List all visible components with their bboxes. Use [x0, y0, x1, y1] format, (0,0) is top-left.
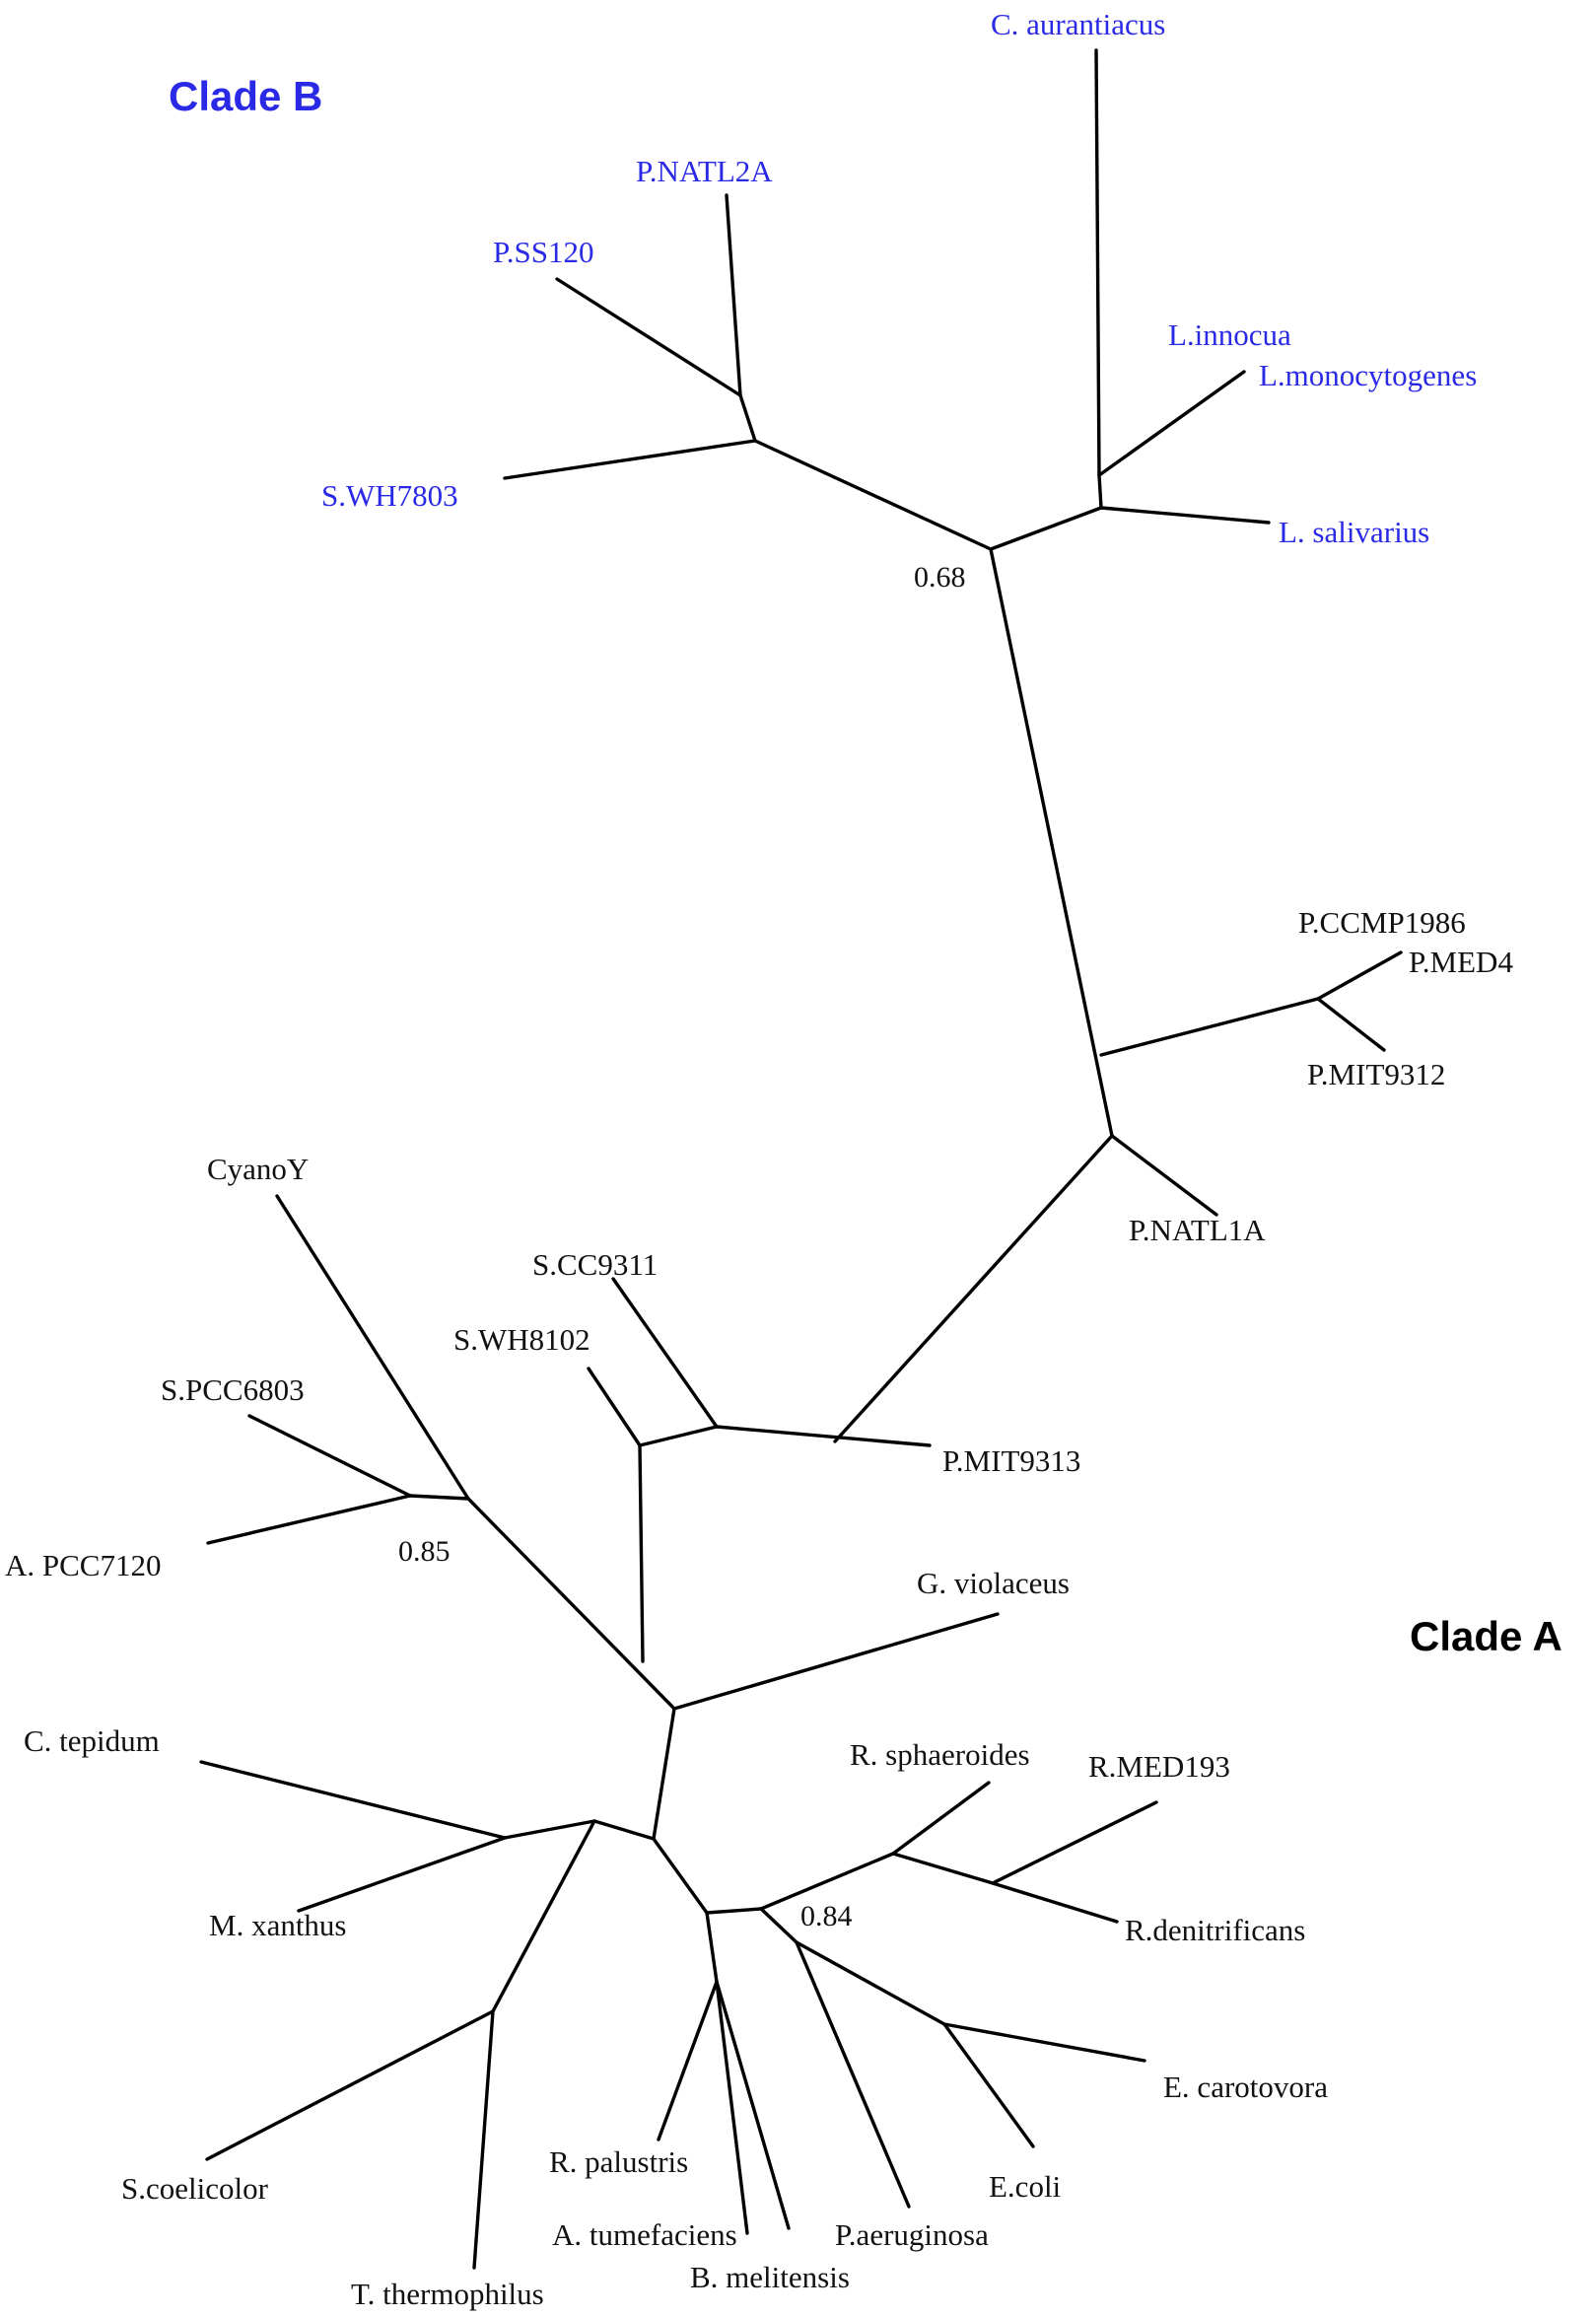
branch: [1099, 506, 1271, 525]
leaf-label: R. sphaeroides: [850, 1737, 1030, 1772]
leaf-label: S.WH7803: [321, 478, 458, 513]
branch: [1110, 1134, 1218, 1217]
branch: [652, 1837, 709, 1915]
branch: [705, 1907, 763, 1915]
branch: [205, 2009, 495, 2161]
branch: [833, 1134, 1114, 1443]
tree-branches: [199, 48, 1403, 2270]
branch: [989, 547, 1114, 1138]
leaf-label: L. salivarius: [1279, 515, 1429, 549]
branch: [503, 439, 757, 480]
branch: [466, 1497, 676, 1711]
branch: [989, 506, 1103, 551]
leaf-label: P.MIT9313: [942, 1443, 1080, 1478]
clade-a-title: Clade A: [1410, 1613, 1562, 1659]
leaf-label: G. violaceus: [917, 1566, 1070, 1600]
leaf-label: P.NATL2A: [636, 154, 773, 188]
leaf-label: C. aurantiacus: [991, 7, 1165, 41]
branch: [991, 1881, 1119, 1924]
branch: [891, 1852, 995, 1885]
leaf-label: A. PCC7120: [5, 1548, 161, 1582]
branch: [991, 1800, 1158, 1885]
branch: [592, 1819, 656, 1841]
branch: [472, 2009, 495, 2270]
leaf-label: P.MED4: [1409, 945, 1513, 979]
branch: [652, 1707, 676, 1841]
branch: [275, 1194, 470, 1501]
clade-b-title: Clade B: [169, 73, 322, 119]
leaf-label: S.CC9311: [532, 1247, 658, 1282]
branch: [715, 1980, 791, 2230]
leaf-label: P.SS120: [493, 235, 594, 269]
branch: [1094, 48, 1101, 477]
branch: [1097, 473, 1103, 510]
leaf-label: R.denitrificans: [1125, 1913, 1305, 1947]
leaf-label: C. tepidum: [24, 1723, 160, 1758]
branch: [611, 1277, 719, 1429]
branch: [1097, 370, 1246, 477]
branch: [759, 1907, 798, 1944]
branch: [657, 1980, 719, 2141]
leaf-label: P.MIT9312: [1307, 1057, 1445, 1091]
leaf-label: R.MED193: [1088, 1749, 1230, 1784]
branch: [795, 1940, 946, 2026]
leaf-label: T. thermophilus: [351, 2277, 544, 2311]
branch: [555, 277, 742, 397]
branch: [891, 1781, 991, 1856]
branch: [942, 2022, 1146, 2063]
branch: [199, 1760, 507, 1840]
branch: [638, 1443, 645, 1663]
leaf-label: M. xanthus: [209, 1908, 347, 1942]
leaf-label: P.aeruginosa: [835, 2217, 989, 2252]
support-value: 0.68: [914, 561, 966, 594]
leaf-label: S.WH8102: [453, 1322, 590, 1357]
branch: [1316, 997, 1386, 1052]
branch: [705, 1911, 719, 1984]
branch: [942, 2022, 1035, 2148]
leaf-label: S.PCC6803: [161, 1372, 305, 1407]
support-value: 0.84: [800, 1900, 853, 1932]
branch: [247, 1414, 412, 1498]
leaf-label: E. carotovora: [1163, 2070, 1328, 2104]
branch: [795, 1940, 911, 2209]
leaf-label: P.CCMP1986: [1298, 905, 1466, 940]
support-value: 0.85: [398, 1535, 451, 1568]
leaf-label: R. palustris: [549, 2144, 688, 2179]
branch: [672, 1612, 1000, 1711]
branch: [206, 1494, 412, 1545]
branch: [738, 393, 757, 443]
leaf-label: S.coelicolor: [121, 2171, 269, 2206]
leaf-label: E.coli: [989, 2169, 1062, 2204]
branch: [297, 1836, 507, 1913]
branch: [1099, 997, 1320, 1057]
leaf-label: CyanoY: [207, 1152, 309, 1186]
branch: [1316, 950, 1403, 1001]
leaf-label: L.innocua: [1168, 317, 1291, 352]
branch: [503, 1819, 596, 1840]
branch: [587, 1367, 642, 1447]
branch: [715, 1425, 932, 1447]
branch: [759, 1852, 895, 1911]
branch: [753, 439, 993, 551]
branch: [725, 193, 742, 397]
leaf-label: P.NATL1A: [1129, 1213, 1266, 1247]
branch: [408, 1494, 470, 1501]
branch: [491, 1819, 596, 2013]
leaf-label: L.monocytogenes: [1259, 358, 1477, 392]
leaf-label: A. tumefaciens: [552, 2217, 737, 2252]
branch: [715, 1980, 749, 2235]
leaf-label: B. melitensis: [690, 2260, 850, 2294]
branch: [638, 1425, 719, 1447]
